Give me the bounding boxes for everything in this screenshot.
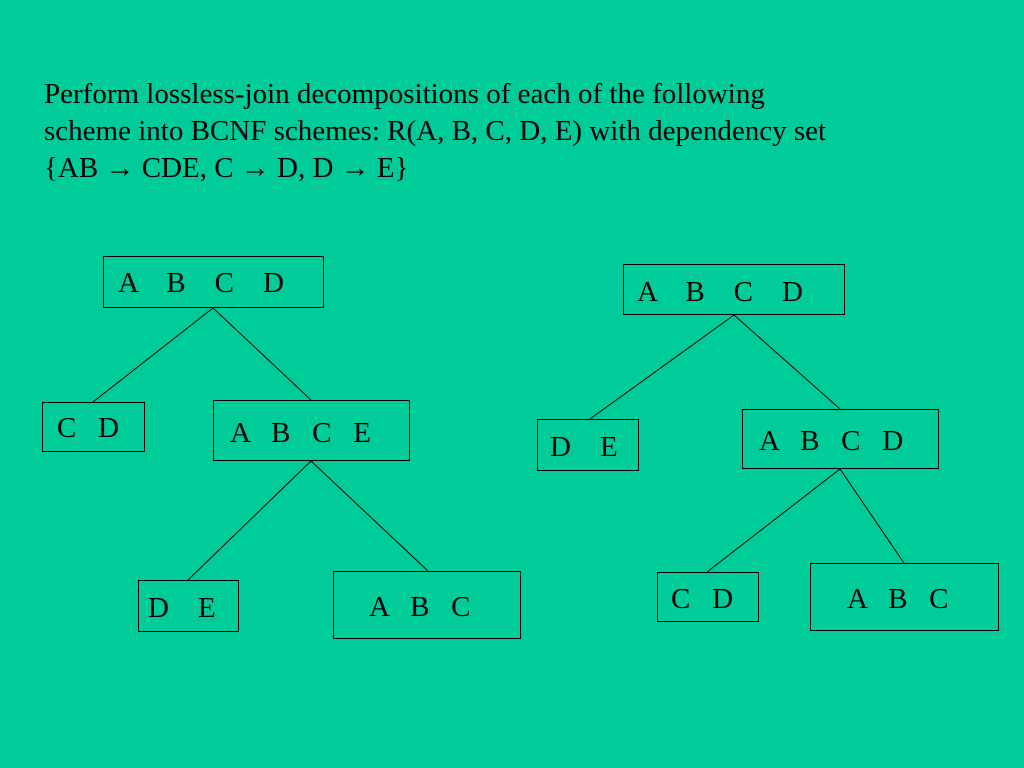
left-child-node: C D: [42, 402, 145, 452]
right-right-left-child-node: C D: [657, 572, 759, 622]
edge-left-abce-to-abc: [310, 460, 429, 572]
left-right-right-child-node: A B C: [333, 571, 521, 639]
edge-right-root-to-abcd: [733, 314, 841, 410]
edge-right-abcd-to-abc: [839, 468, 905, 564]
problem-line-3: {AB → CDE, C → D, D → E}: [44, 152, 409, 184]
edge-left-abce-to-de: [187, 460, 312, 581]
right-right-right-child-node: A B C: [810, 563, 999, 631]
right-right-child-node: A B C D: [742, 409, 939, 469]
problem-line-2: scheme into BCNF schemes: R(A, B, C, D, …: [44, 115, 827, 147]
problem-statement: Perform lossless-join decompositions of …: [44, 76, 1004, 187]
problem-line-1: Perform lossless-join decompositions of …: [44, 78, 765, 110]
right-root-node: A B C D: [623, 264, 845, 315]
left-right-left-child-node: D E: [138, 580, 239, 632]
edge-left-root-to-cd: [92, 307, 214, 403]
right-left-child-node: D E: [537, 419, 639, 471]
edge-left-root-to-abce: [212, 307, 312, 401]
edge-right-root-to-de: [589, 314, 735, 420]
edge-right-abcd-to-cd: [706, 468, 841, 573]
left-right-child-node: A B C E: [213, 400, 410, 461]
left-root-node: A B C D: [103, 256, 324, 308]
